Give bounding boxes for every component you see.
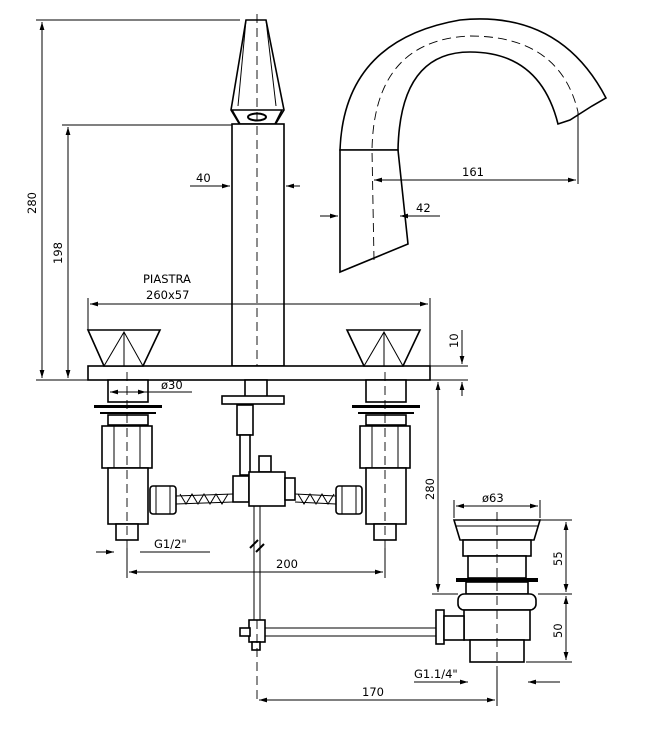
dim-waste-50: 50 xyxy=(526,596,572,663)
pop-up-waste xyxy=(435,512,542,670)
dim-thread-rod-label: G1.1/4" xyxy=(414,667,458,681)
pull-rod xyxy=(239,506,436,700)
dim-spout-outlet: 42 xyxy=(320,201,440,219)
mounting-plate xyxy=(87,365,431,381)
mixer-connector xyxy=(221,379,296,507)
spout-body xyxy=(230,14,285,378)
dim-rod-length-label: 170 xyxy=(362,685,384,699)
hose-left xyxy=(149,485,234,515)
hose-right xyxy=(294,485,363,515)
dim-thread-left-label: G1/2" xyxy=(154,537,187,551)
dim-rod-length: 170 xyxy=(259,670,498,706)
valve-left xyxy=(94,372,162,548)
dim-thread-left: G1/2" xyxy=(96,537,210,555)
dim-waste-55-label: 55 xyxy=(551,551,565,566)
dim-plate-thickness-label: 10 xyxy=(447,333,461,348)
handle-left xyxy=(86,329,162,368)
dim-height-spout-label: 198 xyxy=(51,242,65,264)
dim-body-width: 40 xyxy=(190,171,300,189)
dim-height-total: 280 xyxy=(25,19,240,381)
dim-handle-diameter: ø30 xyxy=(107,378,192,398)
dim-height-total-label: 280 xyxy=(25,192,39,214)
dim-spout-outlet-label: 42 xyxy=(416,201,431,215)
dim-handle-diameter-label: ø30 xyxy=(161,378,183,392)
dim-waste-diameter-label: ø63 xyxy=(482,491,504,505)
dim-spout-reach: 161 xyxy=(374,112,579,184)
valve-right xyxy=(352,372,420,548)
handle-right xyxy=(345,329,422,368)
dim-body-width-label: 40 xyxy=(196,171,211,185)
dim-plate: PIASTRA 260x57 xyxy=(87,272,431,366)
dim-drain-length-label: 280 xyxy=(423,478,437,500)
plate-title: PIASTRA xyxy=(143,272,191,286)
dim-waste-55: 55 xyxy=(538,519,572,595)
dim-plate-thickness: 10 xyxy=(430,330,468,396)
dim-height-spout: 198 xyxy=(51,124,232,378)
dim-centers: 200 xyxy=(126,548,386,578)
dim-centers-label: 200 xyxy=(276,557,298,571)
dim-drain-length: 280 xyxy=(423,379,458,595)
dim-spout-reach-label: 161 xyxy=(462,165,484,179)
dim-thread-rod: G1.1/4" xyxy=(414,667,560,685)
dim-waste-diameter: ø63 xyxy=(453,491,541,518)
spout-side-view xyxy=(339,18,608,274)
plate-size: 260x57 xyxy=(146,288,189,302)
dim-waste-50-label: 50 xyxy=(551,623,565,638)
